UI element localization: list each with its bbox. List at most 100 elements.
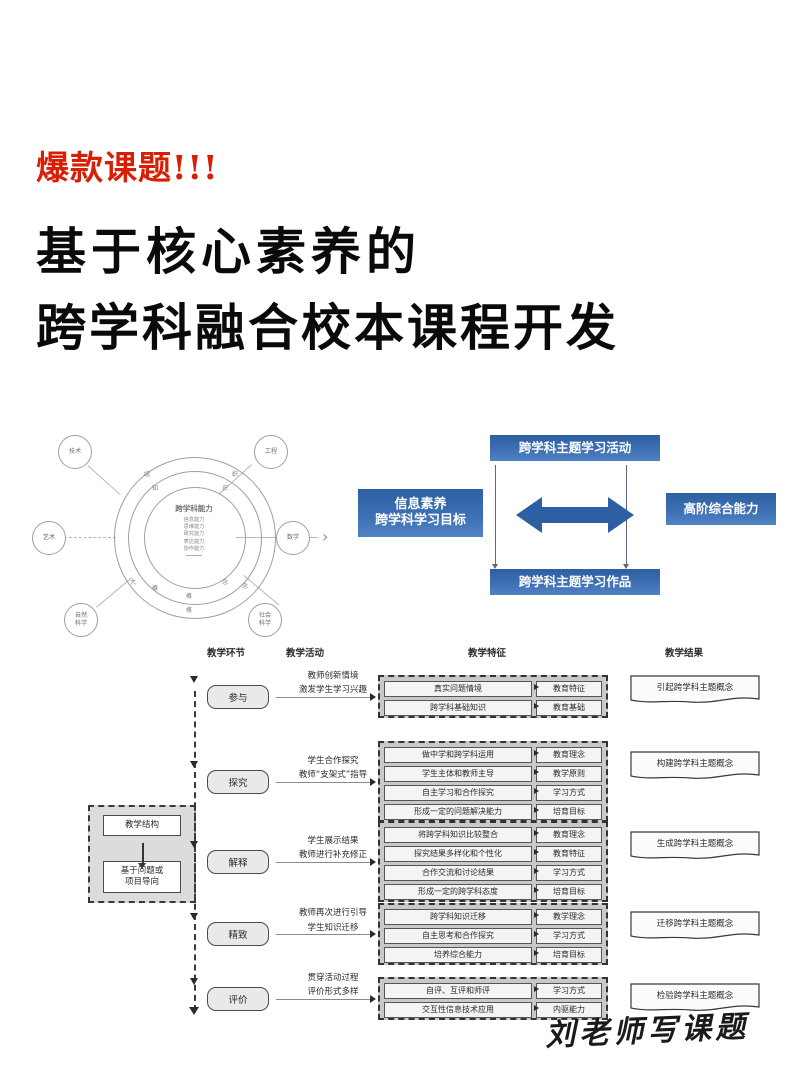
outer-ring xyxy=(114,457,276,619)
feature-column-4: 自评、互评和师评交互性信息技术应用 xyxy=(384,983,532,1018)
feature-arrow-3-2 xyxy=(534,949,539,956)
blue-box-top: 跨学科主题学习活动 xyxy=(490,435,660,461)
feature-arrow-2-2 xyxy=(534,867,539,874)
result-doc-shape-2: 生成跨学科主题概念 xyxy=(630,831,760,861)
label-column-0: 教育特征教育基础 xyxy=(536,681,602,716)
label-cell-3-2: 培育目标 xyxy=(536,947,602,963)
label-cell-1-1: 教学原则 xyxy=(536,766,602,782)
label-cell-4-1: 内驱能力 xyxy=(536,1002,602,1018)
subject-node-math[interactable]: 数学 xyxy=(276,521,310,555)
label-column-1: 教育理念教学原则学习方式培育目标 xyxy=(536,747,602,820)
structure-arrow-line xyxy=(142,843,144,865)
spoke-art xyxy=(64,537,116,538)
feature-cell-2-3: 形成一定的跨学科态度 xyxy=(384,884,532,900)
activity-connector-arrow-3 xyxy=(370,930,376,938)
result-box-4: 检验跨学科主题概念 xyxy=(630,983,760,1013)
flow-spine-arrow xyxy=(189,1007,199,1015)
label-cell-4-0: 学习方式 xyxy=(536,983,602,999)
phase-box-评价[interactable]: 评价 xyxy=(207,986,269,1011)
result-doc-shape-1: 构建跨学科主题概念 xyxy=(630,751,760,781)
phase-box-探究[interactable]: 探究 xyxy=(207,769,269,794)
activity-connector-arrow-2 xyxy=(370,857,376,866)
activity-connector-arrow-4 xyxy=(370,994,376,1003)
result-box-0: 引起跨学科主题概念 xyxy=(630,675,760,705)
result-text-4: 检验跨学科主题概念 xyxy=(656,991,734,1001)
result-doc-shape-3: 迁移跨学科主题概念 xyxy=(630,911,760,941)
feature-group-2: 将跨学科知识比较整合探究结果多样化和个性化合作交流和讨论结果形成一定的跨学科态度… xyxy=(378,821,608,902)
activity-connector-0 xyxy=(276,696,372,698)
activity-text-4: 贯穿活动过程评价形式多样 xyxy=(272,971,394,1001)
feature-arrow-4-0 xyxy=(534,985,539,992)
phase-box-解释[interactable]: 解释 xyxy=(207,849,269,874)
core-divider xyxy=(186,554,202,556)
ring-label-0: 组 xyxy=(144,471,151,478)
phase-box-参与[interactable]: 参与 xyxy=(207,684,269,709)
label-column-2: 教育理念教育特征学习方式培育目标 xyxy=(536,827,602,900)
feature-cell-2-0: 将跨学科知识比较整合 xyxy=(384,827,532,843)
feature-cell-3-2: 培养综合能力 xyxy=(384,947,532,963)
core-item-0: 信息能力 xyxy=(183,517,205,523)
ring-label-9: 概 xyxy=(186,607,193,614)
blue-box-bottom: 跨学科主题学习作品 xyxy=(490,569,660,595)
connector-line-left xyxy=(495,465,496,565)
blue-box-left: 信息素养 跨学科学习目标 xyxy=(358,489,483,537)
label-cell-2-2: 学习方式 xyxy=(536,865,602,881)
activity-line-2-0: 激发学生学习兴趣 xyxy=(298,685,367,696)
activity-line-1-2: 学生展示结果 xyxy=(307,835,359,846)
ring-label-3: 识 xyxy=(222,485,229,492)
label-cell-0-1: 教育基础 xyxy=(536,700,602,716)
double-arrow-icon xyxy=(516,495,634,535)
feature-arrow-3-1 xyxy=(534,930,539,937)
feature-arrow-4-1 xyxy=(534,1004,539,1011)
feature-cell-1-1: 学生主体和教师主导 xyxy=(384,766,532,782)
structure-arrow-tip xyxy=(138,863,146,869)
teaching-flow-chart: 教学环节 教学活动 教学特征 教学结果 教学结构 基于问题或 项目导向 参与教师… xyxy=(0,645,800,1060)
structure-box-2-line-1: 基于问题或 xyxy=(120,865,164,876)
core-title: 跨学科能力 xyxy=(175,504,213,513)
ring-label-6: 念 xyxy=(222,579,229,586)
activity-connector-3 xyxy=(276,934,372,935)
kicker-text: 爆款课题!!! xyxy=(36,148,219,187)
watermark-text: 刘老师写课题 xyxy=(544,1009,750,1054)
phase-arrow-tip-1 xyxy=(190,760,198,768)
activity-text-2: 学生展示结果教师进行补充修正 xyxy=(272,834,394,864)
feature-cell-2-1: 探究结果多样化和个性化 xyxy=(384,846,532,862)
feature-group-3: 跨学科知识迁移自主思考和合作探究培养综合能力教学理念学习方式培育目标 xyxy=(378,903,608,965)
headline-line-1: 基于核心素养的 xyxy=(36,222,421,282)
subject-node-technology[interactable]: 技术 xyxy=(58,435,92,469)
feature-arrow-1-1 xyxy=(534,768,539,775)
interdisciplinary-circle-diagram: 组 织 知 识 大 概 念 念 概 概 跨学科能力 信息能力 思维能力 研究能力… xyxy=(32,425,336,650)
blue-box-left-line-1: 信息素养 xyxy=(394,496,447,512)
phase-arrow-tip-0 xyxy=(190,675,198,683)
subject-node-engineering[interactable]: 工程 xyxy=(254,435,288,469)
feature-arrow-0-1 xyxy=(534,702,539,709)
blue-box-right: 高阶综合能力 xyxy=(666,493,776,525)
connector-arrow-right xyxy=(623,564,629,569)
result-text-2: 生成跨学科主题概念 xyxy=(656,839,734,849)
subject-node-natural-science[interactable]: 自然 科学 xyxy=(64,603,98,637)
feature-arrow-2-1 xyxy=(534,848,539,855)
feature-cell-0-0: 真实问题情境 xyxy=(384,681,532,697)
column-header-phase: 教学环节 xyxy=(207,648,246,659)
headline-line-2: 跨学科融合校本课程开发 xyxy=(36,298,619,358)
phase-box-精致[interactable]: 精致 xyxy=(207,922,269,946)
ring-label-5: 概 xyxy=(152,585,159,592)
result-box-1: 构建跨学科主题概念 xyxy=(630,751,760,781)
subject-node-social-science[interactable]: 社会 科学 xyxy=(248,603,282,637)
activity-line-1-1: 学生合作探究 xyxy=(307,755,359,766)
feature-arrow-3-0 xyxy=(534,911,539,918)
result-box-3: 迁移跨学科主题概念 xyxy=(630,911,760,941)
activity-line-2-4: 评价形式多样 xyxy=(307,987,359,998)
ring-label-1: 织 xyxy=(232,471,239,478)
label-cell-2-3: 培育目标 xyxy=(536,884,602,900)
activity-line-1-3: 教师再次进行引导 xyxy=(298,908,367,918)
feature-arrow-2-3 xyxy=(534,886,539,893)
inner-ring xyxy=(144,487,246,589)
activity-text-0: 教师创新情境激发学生学习兴趣 xyxy=(272,669,394,699)
activity-connector-2 xyxy=(276,861,372,863)
feature-group-4: 自评、互评和师评交互性信息技术应用学习方式内驱能力 xyxy=(378,977,608,1020)
subject-node-art[interactable]: 艺术 xyxy=(32,521,66,555)
phase-arrow-tip-3 xyxy=(190,913,198,920)
feature-column-3: 跨学科知识迁移自主思考和合作探究培养综合能力 xyxy=(384,909,532,963)
label-cell-1-3: 培育目标 xyxy=(536,804,602,820)
